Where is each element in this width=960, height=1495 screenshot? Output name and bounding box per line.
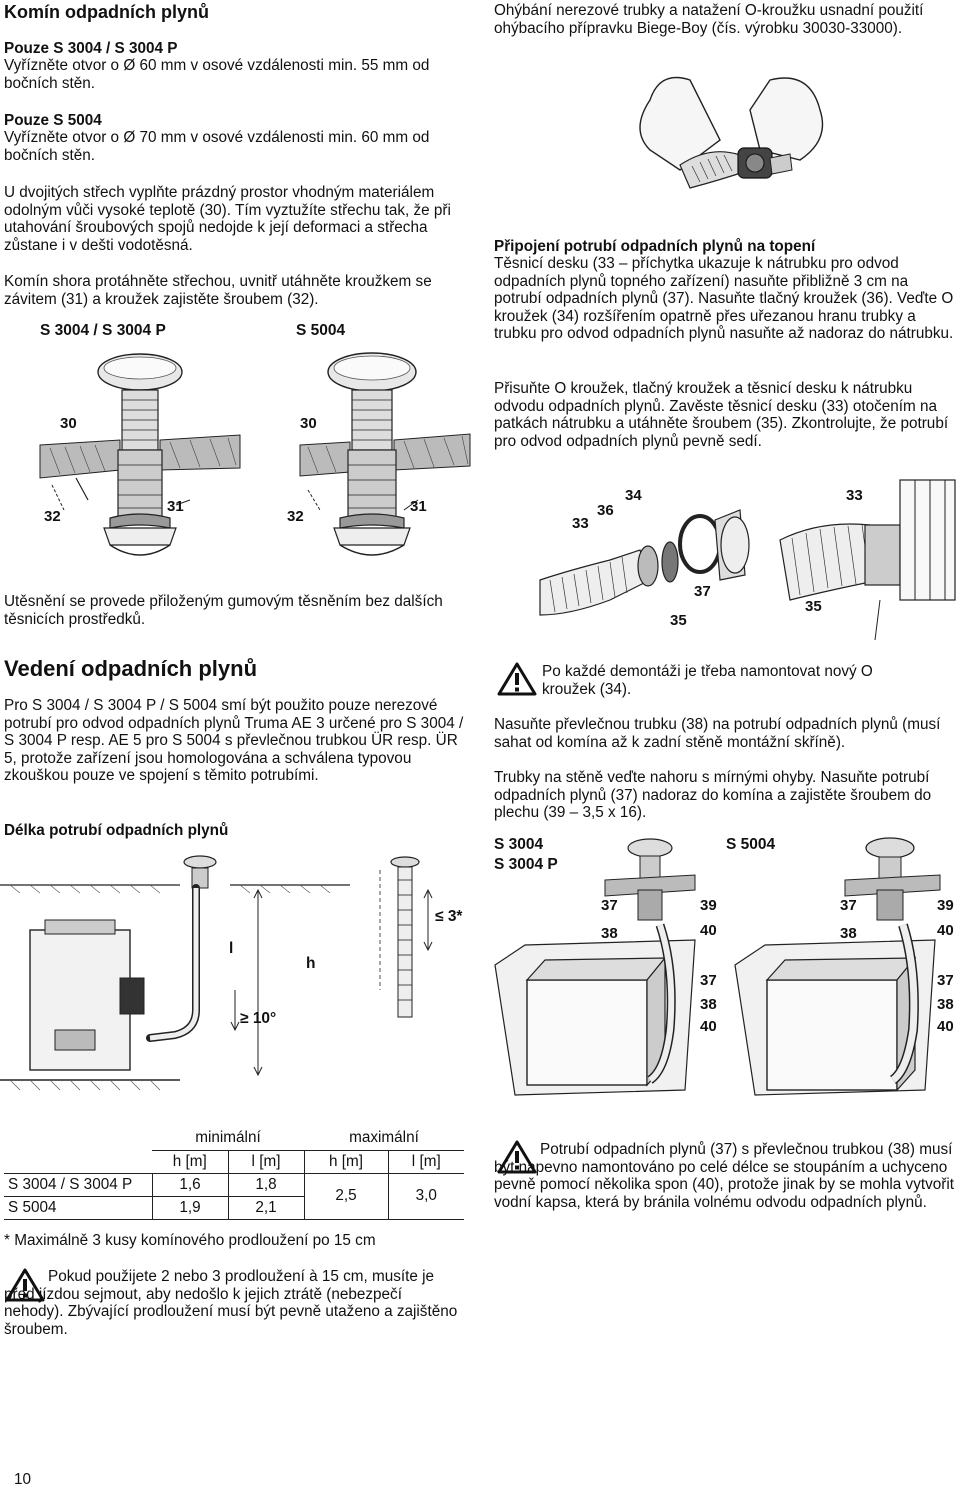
table-cell: 2,1 (228, 1196, 305, 1220)
fig1-label-s3004: S 3004 / S 3004 P (40, 322, 166, 339)
connection-figure (539, 479, 956, 641)
table-group-min: minimální (152, 1127, 304, 1151)
s3004-text: Vyřízněte otvor o Ø 60 mm v osové vzdále… (4, 57, 430, 92)
fig1-callout-30: 30 (60, 415, 77, 432)
warning-extensions-text: Pokud použijete 2 nebo 3 prodloužení à 1… (4, 1268, 458, 1338)
table-cell: 1,6 (152, 1173, 229, 1197)
fig-conn-callout-36: 36 (597, 502, 614, 519)
fig1b-callout-30: 30 (300, 415, 317, 432)
warning-fixed-text: Potrubí odpadních plynů (37) s převlečno… (494, 1141, 954, 1211)
pipe-length-figure (0, 855, 433, 1091)
connect-text-1: Těsnicí desku (33 – příchytka ukazuje k … (494, 255, 954, 342)
table-cell-max-h: 2,5 (304, 1173, 389, 1220)
chimney-figure-s3004 (39, 353, 241, 556)
extension-label: ≤ 3* (435, 908, 463, 925)
warning-icon (5, 1268, 45, 1302)
page-number: 10 (14, 1471, 32, 1488)
table-sub-min-l: l [m] (228, 1150, 305, 1174)
section-title-chimney: Komín odpadních plynů (4, 2, 209, 22)
wall-text: Trubky na stěně veďte nahoru s mírnými o… (494, 769, 932, 821)
fig2-callout-37c: 37 (700, 972, 717, 989)
fig2-callout-37a: 37 (601, 897, 618, 914)
warning-oring-text: Po každé demontáži je třeba namontovat n… (542, 663, 873, 698)
section-title-exhaust: Vedení odpadních plynů (4, 656, 258, 681)
fig2-callout-38a: 38 (601, 925, 618, 942)
sleeve-text: Nasuňte převlečnou trubku (38) na potrub… (494, 716, 941, 751)
table-sub-max-h: h [m] (304, 1150, 389, 1174)
s3004-heading: Pouze S 3004 / S 3004 P (4, 40, 178, 57)
fig2-label-s3004: S 3004 (494, 836, 544, 853)
fig-conn-callout-35b: 35 (805, 598, 822, 615)
fig2-callout-39b: 39 (937, 897, 954, 914)
dimension-l: l (229, 940, 234, 957)
chimney-figure-s5004 (299, 352, 471, 556)
warning-icon (497, 1140, 537, 1174)
s5004-heading: Pouze S 5004 (4, 112, 102, 129)
bending-text: Ohýbání nerezové trubky a natažení O-kro… (494, 2, 924, 37)
fig2-callout-37b: 37 (840, 897, 857, 914)
s5004-text: Vyřízněte otvor o Ø 70 mm v osové vzdále… (4, 129, 430, 164)
fig1-label-s5004: S 5004 (296, 322, 346, 339)
table-sub-min-h: h [m] (152, 1150, 229, 1174)
fig-conn-callout-33b: 33 (846, 487, 863, 504)
fig-conn-callout-35a: 35 (670, 612, 687, 629)
fig2-callout-40c: 40 (700, 1018, 717, 1035)
fig1b-callout-31: 31 (410, 498, 427, 515)
dimension-h: h (306, 955, 316, 972)
table-group-max: maximální (304, 1127, 464, 1151)
table-row-name: S 3004 / S 3004 P (4, 1173, 153, 1197)
angle-label: ≥ 10° (240, 1010, 277, 1027)
fig2-label-s3004p: S 3004 P (494, 856, 558, 873)
connect-text-2: Přisuňte O kroužek, tlačný kroužek a těs… (494, 380, 949, 450)
sealing-text: Utěsnění se provede přiloženým gumovým t… (4, 593, 443, 628)
fig2-callout-40b: 40 (937, 922, 954, 939)
fig2-callout-38b: 38 (840, 925, 857, 942)
fig2-callout-38c: 38 (700, 996, 717, 1013)
table-cell: 1,8 (228, 1173, 305, 1197)
connect-heading: Připojení potrubí odpadních plynů na top… (494, 238, 816, 255)
fig2-callout-38d: 38 (937, 996, 954, 1013)
table-cell: 1,9 (152, 1196, 229, 1220)
heater-install-figure (494, 837, 941, 1096)
fig2-callout-40d: 40 (937, 1018, 954, 1035)
fig-conn-callout-37: 37 (694, 583, 711, 600)
double-roof-text: U dvojitých střech vyplňte prázdný prost… (4, 184, 451, 254)
fig1b-callout-32: 32 (287, 508, 304, 525)
exhaust-text: Pro S 3004 / S 3004 P / S 5004 smí být p… (4, 697, 464, 784)
fig1-callout-31: 31 (167, 498, 184, 515)
bending-tool-figure (639, 76, 824, 189)
fig2-callout-39a: 39 (700, 897, 717, 914)
fig-conn-callout-34: 34 (625, 487, 642, 504)
table-cell-max-l: 3,0 (388, 1173, 464, 1220)
fig2-callout-37d: 37 (937, 972, 954, 989)
table-row-name: S 5004 (4, 1196, 153, 1220)
fig2-callout-40a: 40 (700, 922, 717, 939)
table-sub-max-l: l [m] (388, 1150, 464, 1174)
length-table: minimální maximální h [m] l [m] h [m] l … (4, 1127, 464, 1220)
fig2-label-s5004: S 5004 (726, 836, 776, 853)
length-heading: Délka potrubí odpadních plynů (4, 822, 229, 839)
warning-icon (497, 662, 537, 696)
pull-chimney-text: Komín shora protáhněte střechou, uvnitř … (4, 273, 432, 308)
fig1-callout-32: 32 (44, 508, 61, 525)
table-footnote: * Maximálně 3 kusy komínového prodloužen… (4, 1232, 376, 1249)
fig-conn-callout-33a: 33 (572, 515, 589, 532)
